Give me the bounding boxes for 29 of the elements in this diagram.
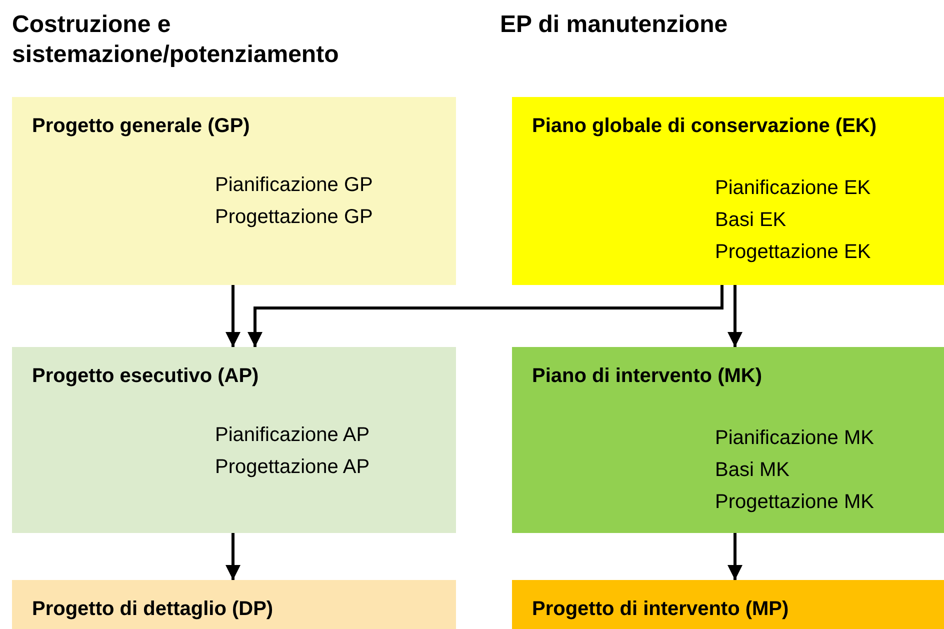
arrow bbox=[226, 533, 240, 580]
item-text: Pianificazione MK bbox=[715, 426, 874, 451]
column-heading: Costruzione e sistemazione/potenziamento bbox=[12, 10, 340, 70]
item-text: Pianificazione GP bbox=[215, 173, 373, 198]
item-text: Progettazione AP bbox=[215, 455, 370, 480]
process-box bbox=[12, 347, 456, 533]
box-title: Progetto generale (GP) bbox=[32, 114, 251, 139]
arrow bbox=[226, 285, 240, 347]
process-box bbox=[12, 580, 456, 629]
item-text: Basi EK bbox=[715, 208, 786, 233]
process-box bbox=[512, 580, 944, 629]
item-text: Pianificazione EK bbox=[715, 176, 871, 201]
arrow bbox=[248, 285, 724, 347]
item-text: Progettazione GP bbox=[215, 205, 373, 230]
item-text: Basi MK bbox=[715, 458, 790, 483]
box-title: Progetto esecutivo (AP) bbox=[32, 364, 260, 389]
item-text: Progettazione MK bbox=[715, 490, 874, 515]
process-box bbox=[12, 97, 456, 285]
box-title: Piano di intervento (MK) bbox=[532, 364, 763, 389]
arrow bbox=[728, 533, 742, 580]
column-heading: EP di manutenzione bbox=[500, 10, 729, 40]
process-box bbox=[512, 97, 944, 285]
item-text: Pianificazione AP bbox=[215, 423, 370, 448]
process-box bbox=[512, 347, 944, 533]
item-text: Progettazione EK bbox=[715, 240, 871, 265]
box-title: Progetto di dettaglio (DP) bbox=[32, 597, 274, 622]
box-title: Progetto di intervento (MP) bbox=[532, 597, 790, 622]
box-title: Piano globale di conservazione (EK) bbox=[532, 114, 878, 139]
arrow bbox=[728, 285, 742, 347]
